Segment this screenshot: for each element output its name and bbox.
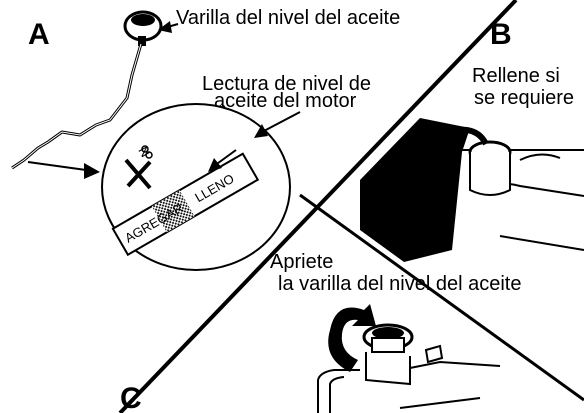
dipstick-cap-c-icon [362,323,414,386]
panel-b: B Rellene si se requiere [360,18,584,262]
panel-a-letter: A [28,18,50,51]
panel-b-letter: B [490,18,512,51]
rotate-arrow-icon [328,304,376,372]
reading-label-line2: aceite del motor [214,90,357,112]
refill-label-line2: se requiere [474,87,574,109]
oil-film-zone [151,190,195,233]
divider-b-c [299,193,584,402]
refill-label-line1: Rellene si [472,65,560,87]
magnifier-circle: AGREGAR LLENO N [101,103,291,271]
panel-a: A Varilla del nivel del aceite AG [11,7,400,271]
reading-pointer-arrow [254,111,301,138]
tighten-label-line2: la varilla del nivel del aceite [278,273,521,295]
reading-label-line1: Lectura de nivel de [202,73,371,95]
panel-c-letter: C [120,382,142,413]
tighten-label-line1: Apriete [270,251,333,273]
panel-dividers [118,0,584,413]
dipstick-pointer-arrow [158,21,179,33]
magnify-arrow [27,161,100,179]
engine-fitting [424,344,444,364]
dipstick-cap-icon [123,10,163,46]
oil-bottle-icon [360,118,489,262]
panel-c: C Apriete la varilla del nivel del aceit… [120,251,521,413]
cross-symbol-icon [124,158,152,190]
oil-fill-neck-icon [468,140,512,196]
dipstick-label: Varilla del nivel del aceite [176,7,400,29]
